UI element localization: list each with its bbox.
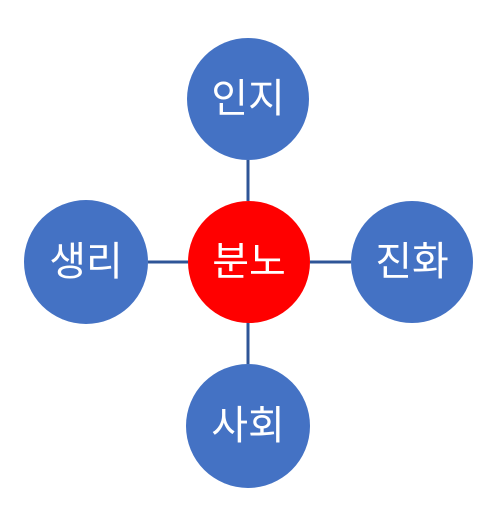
node-top-label: 인지 [211,76,285,122]
node-right: 진화 [351,201,473,323]
node-bottom-label: 사회 [211,403,285,449]
node-left-circle [24,200,148,324]
node-right-circle [351,201,473,323]
node-center-label: 분노 [212,239,286,285]
node-top: 인지 [187,38,309,160]
node-top-circle [187,38,309,160]
node-left-label: 생리 [49,239,123,285]
node-center-circle [188,201,310,323]
node-right-label: 진화 [375,239,449,285]
node-bottom: 사회 [186,364,310,488]
node-left: 생리 [24,200,148,324]
node-center: 분노 [188,201,310,323]
node-bottom-circle [186,364,310,488]
